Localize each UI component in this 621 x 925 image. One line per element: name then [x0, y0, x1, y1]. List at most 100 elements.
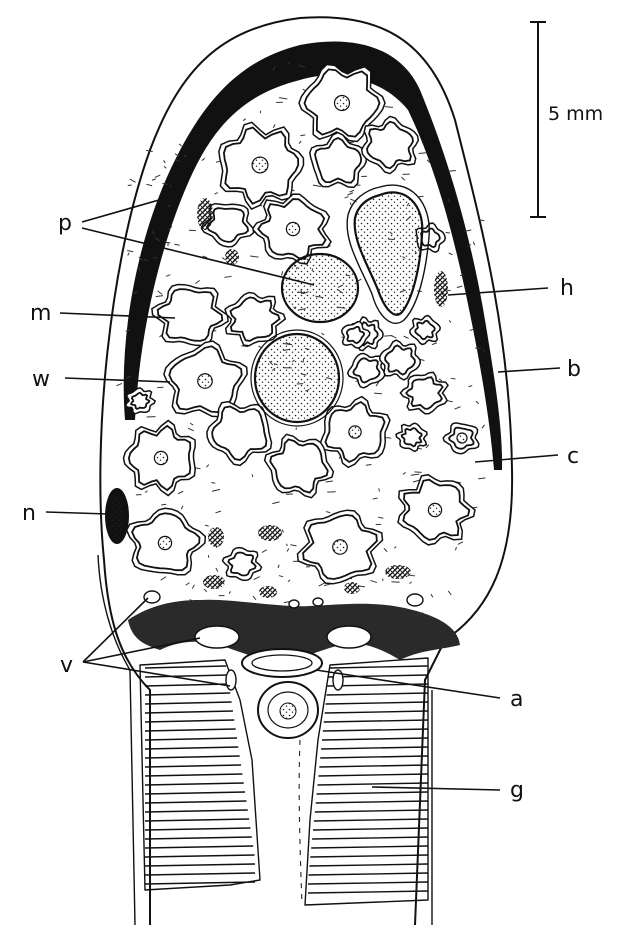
tissue-dash — [117, 383, 122, 385]
tissue-dash — [347, 193, 353, 195]
tissue-dash — [458, 542, 463, 545]
nerve-bundle-core — [428, 503, 441, 516]
striation-line — [318, 774, 428, 776]
tissue-dash — [174, 244, 179, 245]
nerve-bundle-core — [457, 433, 467, 443]
striation-line — [145, 693, 230, 695]
striation-line — [145, 720, 234, 722]
tissue-dash — [214, 193, 217, 195]
tissue-dash — [431, 594, 433, 597]
tissue-dash — [374, 393, 382, 394]
tissue-dash — [439, 379, 442, 381]
tissue-dash — [188, 428, 194, 431]
nerve-bundle-core — [154, 451, 167, 464]
striation-line — [145, 765, 241, 767]
tissue-dash — [205, 525, 209, 526]
tissue-dash — [432, 343, 437, 345]
tissue-dash — [250, 256, 258, 257]
striation-line — [145, 774, 242, 776]
tissue-dash — [282, 271, 283, 275]
striation-line — [145, 828, 251, 830]
tissue-dash — [451, 378, 456, 379]
tissue-dash — [473, 242, 474, 245]
tissue-dash — [186, 583, 190, 585]
tissue-dash — [164, 166, 166, 168]
hatched-patch — [225, 249, 239, 265]
tissue-dash — [457, 286, 462, 288]
striation-line — [145, 846, 253, 848]
tissue-dash — [448, 170, 456, 171]
tissue-dash — [164, 160, 166, 163]
tissue-dash — [350, 203, 351, 205]
tissue-dash — [313, 185, 321, 186]
striation-line — [145, 855, 255, 857]
tissue-dash — [272, 502, 279, 504]
striation-line — [145, 837, 252, 839]
striation-line — [327, 693, 429, 695]
label-b: b — [567, 357, 581, 382]
label-n: n — [22, 501, 36, 526]
striation-line — [318, 783, 429, 785]
tissue-dash — [192, 585, 194, 589]
striation-line — [308, 891, 428, 893]
tissue-dash — [178, 491, 183, 494]
striation-line — [145, 783, 244, 785]
tissue-dash — [130, 179, 136, 182]
tissue-dash — [319, 583, 325, 586]
tissue-dash — [222, 257, 225, 259]
small-vessel — [313, 598, 323, 606]
striation-line — [323, 729, 428, 731]
leader-g — [372, 787, 500, 790]
tissue-dash — [455, 407, 461, 409]
tissue-dash — [288, 580, 290, 582]
striation-line — [145, 756, 240, 758]
tissue-dash — [290, 545, 296, 546]
tissue-dash — [212, 489, 220, 491]
tissue-dash — [211, 483, 215, 484]
tissue-dash — [161, 504, 166, 505]
tissue-dash — [262, 550, 267, 553]
tissue-dash — [146, 184, 152, 186]
striation-line — [145, 801, 246, 803]
tissue-dash — [300, 135, 305, 136]
striation-line — [322, 738, 428, 740]
tissue-dash — [286, 544, 287, 546]
tissue-dash — [279, 98, 287, 99]
tissue-dash — [204, 589, 207, 592]
striation-line — [326, 702, 428, 704]
striation-line — [145, 819, 249, 821]
tissue-dash — [419, 153, 428, 154]
nerve-bundle-core — [158, 536, 171, 549]
tissue-dash — [411, 474, 420, 475]
tissue-dash — [195, 280, 199, 283]
striation-line — [145, 810, 248, 812]
tissue-dash — [273, 124, 275, 127]
stippled-cell-large — [255, 334, 339, 422]
striation-line — [145, 792, 245, 794]
tissue-dash — [299, 141, 301, 143]
vessel-a — [242, 649, 322, 677]
tissue-dash — [224, 276, 231, 277]
tissue-dash — [128, 253, 129, 256]
tissue-dash — [179, 144, 182, 146]
label-a: a — [510, 687, 523, 712]
tissue-dash — [469, 386, 473, 387]
leader-w — [65, 378, 170, 382]
tissue-dash — [229, 591, 230, 593]
hatched-patch — [258, 525, 282, 541]
striation-line — [329, 666, 428, 668]
striation-line — [312, 837, 428, 839]
tissue-dash — [156, 296, 163, 297]
hatched-patch — [203, 575, 225, 589]
tissue-dash — [370, 580, 377, 582]
tissue-dash — [476, 401, 479, 403]
tissue-dash — [206, 465, 208, 468]
tissue-dash — [345, 197, 349, 198]
ventral-nerve-core — [280, 703, 296, 719]
tissue-dash — [127, 250, 133, 251]
nerve-n-inner — [110, 496, 124, 536]
leader-v-3 — [83, 662, 230, 686]
small-vessel — [144, 591, 160, 603]
hatched-patch — [259, 586, 277, 598]
